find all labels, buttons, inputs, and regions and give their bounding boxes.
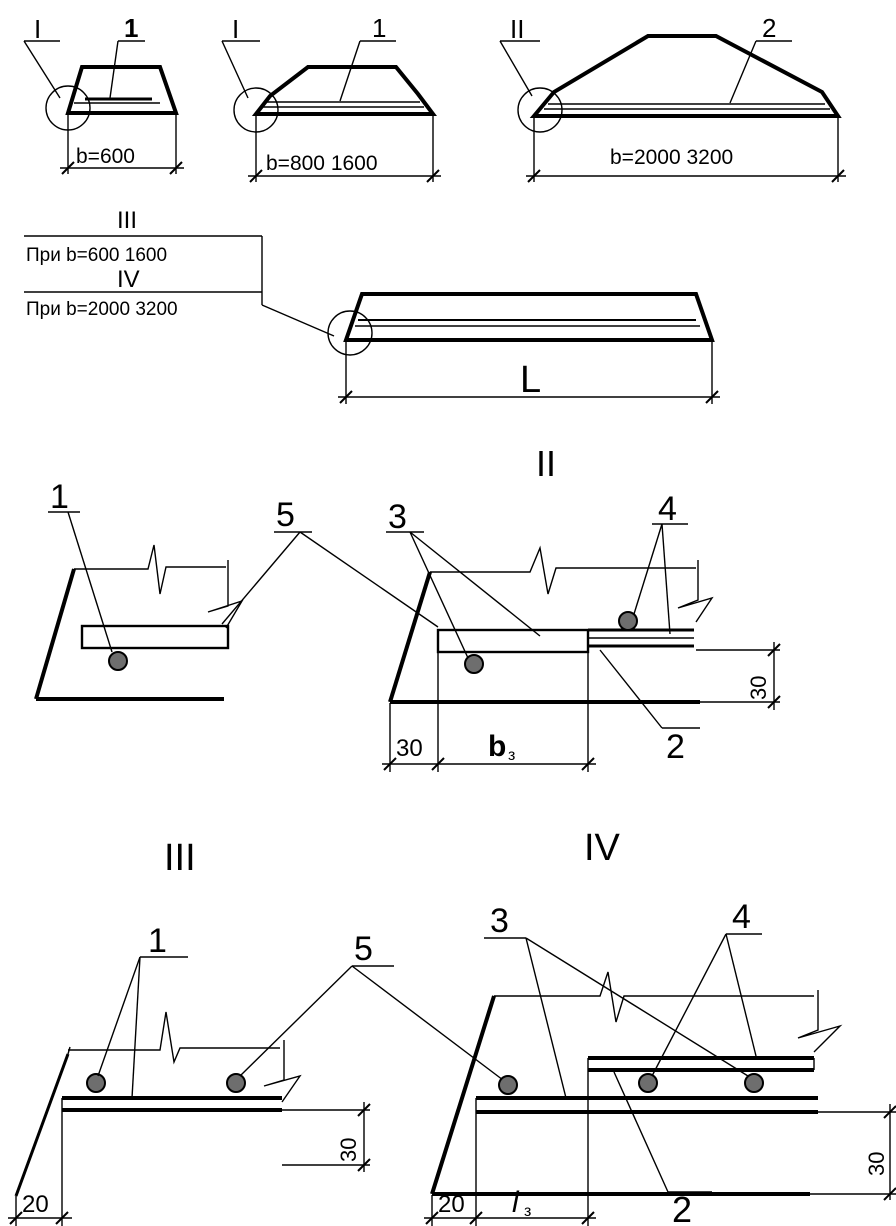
callout-label: II [510,14,524,44]
note-title-iv: IV [117,266,140,293]
note-condition-iii: При b=600 1600 [26,245,167,266]
detail-iv-dim-height: 30 [864,1152,889,1176]
detail-ii-dim-width: b [488,730,506,763]
rebar-dot [618,611,638,631]
detail-iii-dim-height: 30 [336,1138,361,1162]
detail-ii-label-2: 2 [666,728,685,766]
note-box: III При b=600 1600 IV При b=2000 3200 [24,207,335,337]
detail-iii: 1 5 30 20 [8,922,504,1226]
width-dimension: b=600 [76,145,135,168]
detail-iii-dim-cover: 20 [22,1191,49,1218]
detail-callout-circle [327,310,373,356]
detail-iv-label-2: 2 [672,1189,692,1226]
rebar-dot [86,1073,106,1093]
section-view-2: I 1 b=800 1600 [221,13,441,183]
detail-callout-circle [517,87,563,133]
callout-label: I [232,14,239,44]
callout-label: I [34,14,41,44]
rebar-dot [744,1073,764,1093]
width-dimension: b=2000 3200 [610,146,733,169]
leader-label: 2 [762,13,776,43]
leader-label: 1 [372,13,386,43]
rebar-dot [464,654,484,674]
width-dimension: b=800 1600 [266,152,378,175]
detail-iv-dim-length: l [512,1186,520,1219]
detail-iv: 3 4 2 30 20 l з [424,898,896,1226]
length-dimension: L [520,359,541,401]
detail-iii-title: III [164,837,196,879]
detail-iv-dim-length-sub: з [524,1203,531,1220]
detail-iii-label-1: 1 [148,922,167,960]
detail-iv-label-4: 4 [732,898,751,936]
detail-ii-label-5: 5 [276,496,295,534]
detail-ii-dim-width-sub: з [508,747,515,764]
section-view-1: I 1 b=600 [23,13,184,175]
note-title-iii: III [117,207,137,234]
detail-ii-label-3: 3 [388,498,407,536]
rebar-dot [638,1073,658,1093]
detail-iv-label-3: 3 [490,902,509,940]
long-view: L [327,292,720,404]
rebar-dot [226,1073,246,1093]
detail-iv-dim-cover: 20 [438,1191,465,1218]
detail-ii-dim-cover: 30 [396,735,423,762]
section-view-3: II 2 b=2000 3200 [499,13,846,183]
rebar-dot [498,1075,518,1095]
detail-ii-right: 3 4 2 30 30 b з [382,490,781,772]
leader-label: 1 [124,13,138,43]
detail-ii-dim-height: 30 [746,676,771,700]
detail-ii-title: II [536,443,556,484]
rebar-dot [108,651,128,671]
detail-iii-label-5: 5 [354,930,373,968]
detail-ii-label-1: 1 [50,478,69,516]
detail-ii-left: 1 5 [34,478,439,701]
note-condition-iv: При b=2000 3200 [26,299,178,320]
detail-iv-title: IV [584,827,621,869]
detail-ii-label-4: 4 [658,490,677,528]
